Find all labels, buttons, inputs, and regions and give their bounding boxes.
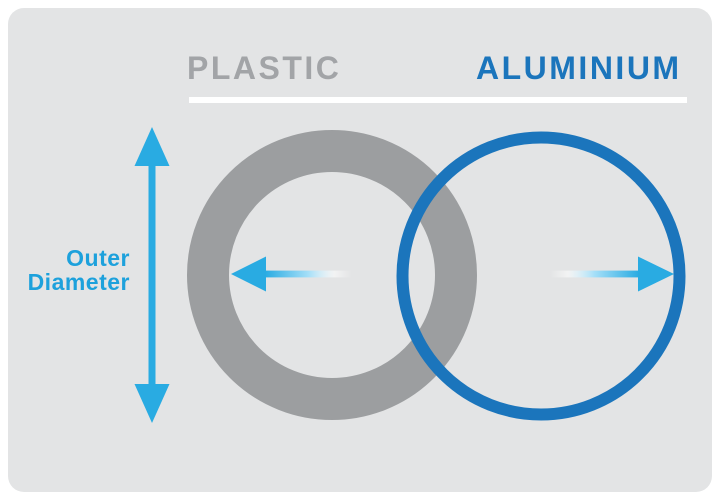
- outer-diameter-label: Outer Diameter: [10, 246, 130, 294]
- aluminium-title: ALUMINIUM: [476, 50, 682, 86]
- aluminium-radius-arrow: [550, 256, 674, 292]
- plastic-title: PLASTIC: [187, 50, 342, 86]
- vertical-arrow-top-head: [134, 127, 170, 166]
- left-arrowhead: [231, 256, 266, 292]
- outer-diameter-label-line2: Diameter: [27, 269, 130, 295]
- vertical-arrow-bottom-head: [134, 384, 170, 423]
- outer-diameter-label-line1: Outer: [66, 245, 130, 271]
- left-arrow-tail: [264, 270, 352, 278]
- plastic-radius-arrow: [231, 256, 352, 292]
- aluminium-ring: [396, 131, 686, 421]
- plastic-ring: [187, 130, 477, 420]
- header-underline: [189, 97, 687, 103]
- outer-diameter-arrow: [134, 127, 170, 423]
- right-arrowhead: [638, 256, 674, 292]
- right-arrow-tail: [550, 270, 639, 278]
